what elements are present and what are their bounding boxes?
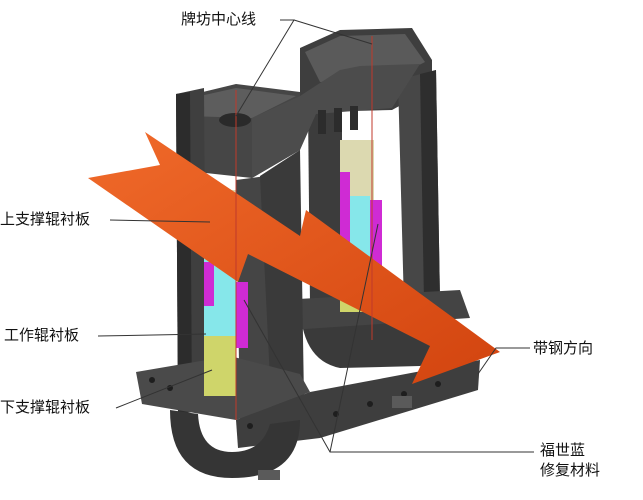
label-lower-backup-liner: 下支撑辊衬板 <box>0 398 91 416</box>
label-repair-line2: 修复材料 <box>540 461 601 479</box>
label-work-roll-liner: 工作辊衬板 <box>4 326 80 344</box>
label-repair-material: 福世蓝 修复材料 <box>540 440 600 480</box>
front-housing <box>136 64 480 480</box>
label-repair-line1: 福世蓝 <box>540 441 586 459</box>
label-center-line: 牌坊中心线 <box>181 10 257 28</box>
strip-direction-arrow <box>88 132 500 384</box>
leader-lines <box>97 19 534 453</box>
label-strip-direction: 带钢方向 <box>533 339 594 357</box>
label-upper-backup-liner: 上支撑辊衬板 <box>0 210 91 228</box>
center-lines <box>235 36 373 420</box>
